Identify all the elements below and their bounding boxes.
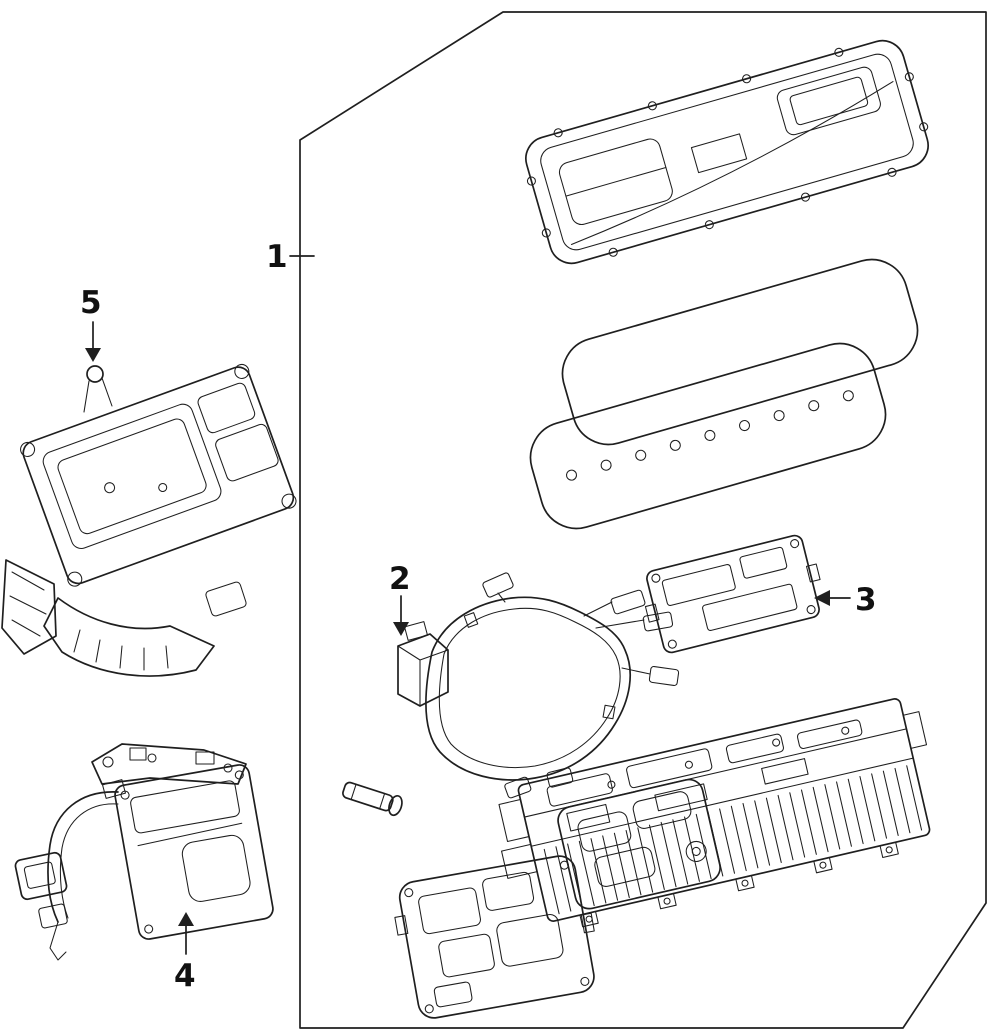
junction-block-drawing xyxy=(394,855,595,1019)
mount-ear-icon xyxy=(86,365,104,383)
battery-cover-drawing xyxy=(525,39,929,265)
battery-module-drawing xyxy=(498,698,931,928)
callout-5-arrow xyxy=(85,348,101,362)
assembly-boundary-outline xyxy=(299,11,987,1029)
module-front-section-drawing xyxy=(557,778,721,910)
callout-4-arrow xyxy=(178,912,194,926)
inverter-unit-drawing xyxy=(1,363,297,677)
gasket-lower-drawing xyxy=(529,342,887,530)
bracket-assembly-drawing xyxy=(14,743,274,961)
gasket-upper-drawing xyxy=(561,258,919,446)
callout-2-arrow xyxy=(393,622,409,636)
callout-3-arrow xyxy=(814,590,830,606)
callout-5-label: 5 xyxy=(80,285,102,321)
callout-4-label: 4 xyxy=(174,958,196,994)
wire-harness-drawing xyxy=(397,572,680,799)
callout-3-label: 3 xyxy=(855,582,877,618)
callout-1-label: 1 xyxy=(266,239,288,275)
bolt-drawing xyxy=(342,781,403,817)
callout-2-label: 2 xyxy=(389,561,411,597)
control-module-drawing xyxy=(644,534,821,654)
